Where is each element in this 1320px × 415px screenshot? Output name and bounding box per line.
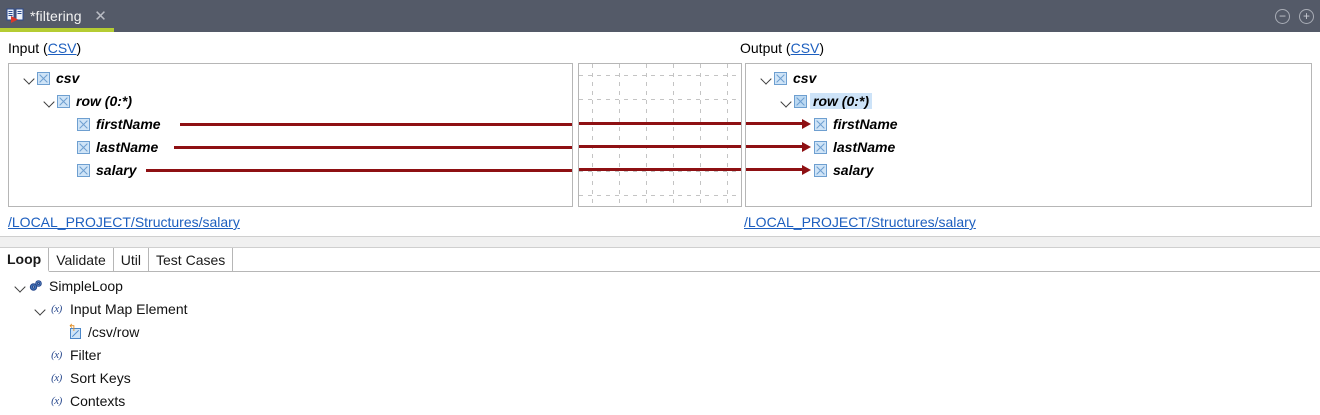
tree-row[interactable]: salary xyxy=(77,159,136,181)
variable-icon: (x) xyxy=(51,303,62,315)
map-element-icon: ↰ xyxy=(68,323,83,340)
list-item-label: SimpleLoop xyxy=(49,278,123,294)
mapping-line[interactable] xyxy=(746,145,802,148)
output-structure-tree[interactable]: csv row (0:*) firstName lastName salary xyxy=(745,63,1312,207)
input-structure-link[interactable]: /LOCAL_PROJECT/Structures/salary xyxy=(8,214,240,230)
tree-node-label: salary xyxy=(96,162,137,178)
list-item[interactable]: SimpleLoop xyxy=(12,275,123,297)
node-icon xyxy=(774,71,787,85)
chevron-down-icon[interactable] xyxy=(758,70,774,86)
chevron-down-icon[interactable] xyxy=(12,278,28,294)
list-item-label: /csv/row xyxy=(88,324,140,340)
tree-row[interactable]: salary xyxy=(814,159,873,181)
mapping-line[interactable] xyxy=(746,122,802,125)
mapping-canvas: Input (CSV) Output (CSV) csv row (0:*) f… xyxy=(0,32,1320,232)
output-label-text: Output xyxy=(740,40,783,56)
window-controls: − + xyxy=(1275,0,1314,32)
mapping-line[interactable] xyxy=(174,146,572,149)
editor-tab-filtering[interactable]: *filtering ✕ xyxy=(0,0,118,32)
list-item-label: Filter xyxy=(70,347,102,363)
bottom-tab-strip: Loop Validate Util Test Cases xyxy=(0,248,1320,272)
tree-node-label: csv xyxy=(793,70,817,86)
output-open-paren: ( xyxy=(785,40,791,56)
tab-test-cases[interactable]: Test Cases xyxy=(149,248,234,271)
input-format-link[interactable]: CSV xyxy=(47,40,77,56)
tree-row[interactable]: csv xyxy=(21,67,79,89)
node-icon xyxy=(77,117,90,131)
active-tab-indicator xyxy=(0,28,114,32)
chevron-down-icon[interactable] xyxy=(778,93,794,109)
arrow-head-icon xyxy=(802,142,811,152)
chevron-down-icon[interactable] xyxy=(32,301,48,317)
mapping-line[interactable] xyxy=(746,168,802,171)
panel-divider[interactable] xyxy=(0,236,1320,248)
tree-row[interactable]: firstName xyxy=(77,113,161,135)
tab-util[interactable]: Util xyxy=(113,248,150,271)
variable-icon: (x) xyxy=(51,395,62,407)
input-panel-label: Input (CSV) xyxy=(8,40,81,56)
chevron-down-icon[interactable] xyxy=(41,93,57,109)
mapping-line[interactable] xyxy=(579,168,741,171)
editor-tab-bar: *filtering ✕ − + xyxy=(0,0,1320,32)
tree-row[interactable]: row (0:*) xyxy=(778,90,872,112)
mapping-file-icon xyxy=(6,7,24,25)
list-item-label: Sort Keys xyxy=(70,370,131,386)
variable-icon: (x) xyxy=(51,372,62,384)
minimize-icon[interactable]: − xyxy=(1275,8,1290,24)
list-item[interactable]: ↰ /csv/row xyxy=(68,321,139,343)
mapping-grid-panel[interactable] xyxy=(578,63,742,207)
loop-properties-panel: Loop Validate Util Test Cases SimpleLoop xyxy=(0,248,1320,415)
variable-icon: (x) xyxy=(51,349,62,361)
tree-node-label: firstName xyxy=(96,116,161,132)
node-icon xyxy=(77,163,90,177)
list-item[interactable]: (x) Sort Keys xyxy=(48,367,131,389)
maximize-icon[interactable]: + xyxy=(1299,8,1314,24)
output-panel-label: Output (CSV) xyxy=(740,40,824,56)
tree-node-label-selected: row (0:*) xyxy=(810,93,872,109)
tree-node-label: lastName xyxy=(96,139,159,155)
output-format-link[interactable]: CSV xyxy=(790,40,820,56)
node-icon xyxy=(794,94,807,108)
editor-tab-label: *filtering xyxy=(30,8,82,24)
tree-row[interactable]: csv xyxy=(758,67,816,89)
node-icon xyxy=(37,71,50,85)
gears-icon xyxy=(28,278,44,294)
arrow-head-icon xyxy=(802,165,811,175)
list-item[interactable]: (x) Input Map Element xyxy=(32,298,188,320)
input-structure-tree[interactable]: csv row (0:*) firstName lastName salary xyxy=(8,63,573,207)
list-item[interactable]: (x) Contexts xyxy=(48,390,125,412)
chevron-down-icon[interactable] xyxy=(21,70,37,86)
tree-row[interactable]: lastName xyxy=(814,136,895,158)
tree-row[interactable]: row (0:*) xyxy=(41,90,132,112)
node-icon xyxy=(814,163,827,177)
tree-row[interactable]: lastName xyxy=(77,136,158,158)
tree-node-label: row (0:*) xyxy=(76,93,132,109)
input-label-text: Input xyxy=(8,40,40,56)
output-structure-link[interactable]: /LOCAL_PROJECT/Structures/salary xyxy=(744,214,976,230)
list-item[interactable]: (x) Filter xyxy=(48,344,101,366)
node-icon xyxy=(77,140,90,154)
mapping-line[interactable] xyxy=(180,123,572,126)
mapping-line[interactable] xyxy=(579,122,741,125)
close-icon[interactable]: ✕ xyxy=(94,7,107,25)
tab-loop[interactable]: Loop xyxy=(0,248,50,272)
tree-node-label: lastName xyxy=(833,139,896,155)
input-open-paren: ( xyxy=(43,40,48,56)
input-close-paren: ) xyxy=(76,40,82,56)
mapping-line[interactable] xyxy=(146,169,572,172)
node-icon xyxy=(57,94,70,108)
tree-node-label: firstName xyxy=(833,116,898,132)
node-icon xyxy=(814,117,827,131)
node-icon xyxy=(814,140,827,154)
list-item-label: Input Map Element xyxy=(70,301,188,317)
arrow-head-icon xyxy=(802,119,811,129)
list-item-label: Contexts xyxy=(70,393,126,409)
tree-node-label: salary xyxy=(833,162,874,178)
tab-validate[interactable]: Validate xyxy=(49,248,114,271)
tree-node-label: csv xyxy=(56,70,80,86)
tree-row[interactable]: firstName xyxy=(814,113,898,135)
mapping-line[interactable] xyxy=(579,145,741,148)
output-close-paren: ) xyxy=(819,40,825,56)
